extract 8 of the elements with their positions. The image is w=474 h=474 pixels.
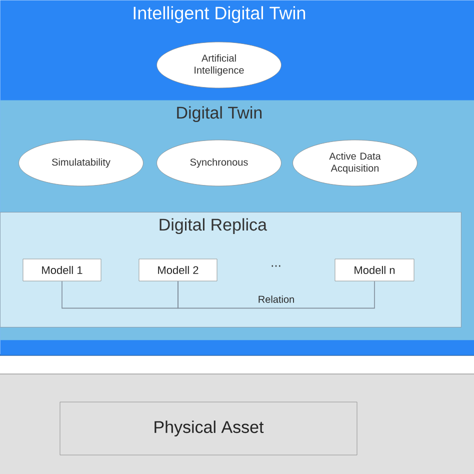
- relation-line: [62, 280, 178, 309]
- edge-label: Relation: [258, 296, 294, 303]
- relation-line: [178, 280, 375, 309]
- model-box: Modell 2: [138, 258, 218, 282]
- model-box: Modell 1: [22, 258, 102, 282]
- ellipsis: ...: [272, 265, 280, 267]
- model-box: Modell n: [334, 258, 414, 282]
- asset-box: Physical Asset: [60, 402, 358, 456]
